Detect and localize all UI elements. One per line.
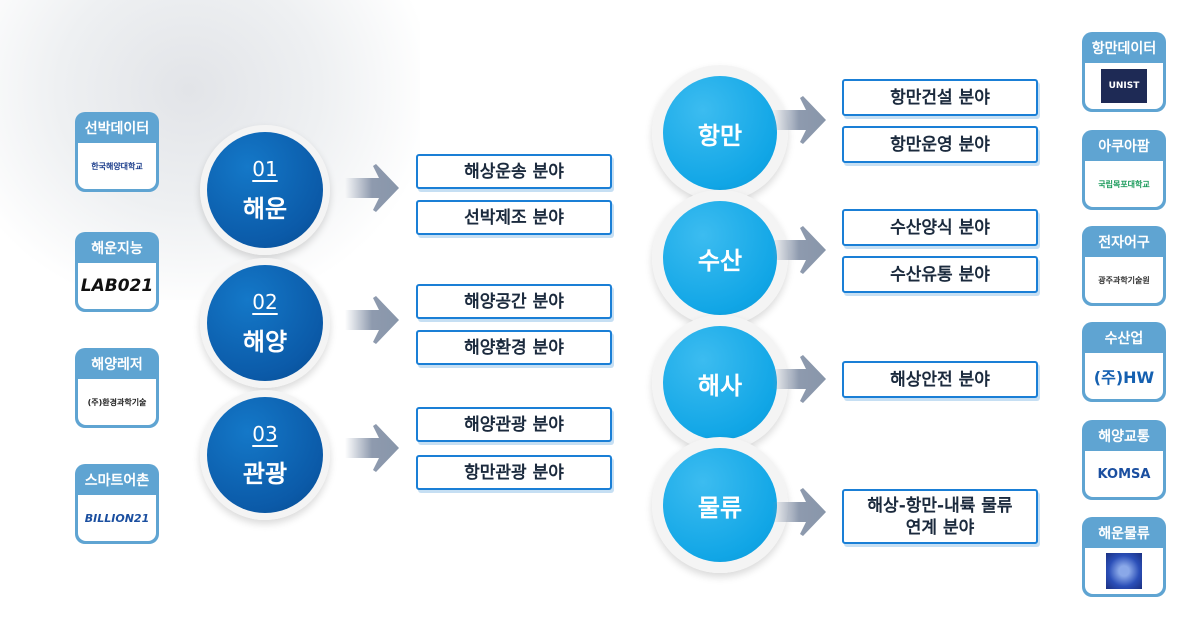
category-circle-tourism: 03 관광: [207, 397, 323, 513]
field-box: 해상운송 분야: [416, 154, 612, 189]
partner-logo: LAB021: [78, 263, 156, 309]
field-box: 해양관광 분야: [416, 407, 612, 442]
category-circle-fisheries: 수산: [663, 201, 777, 315]
category-label: 해사: [697, 371, 743, 400]
partner-logo: 한국해양대학교: [78, 143, 156, 189]
partner-card: 해운물류: [1082, 517, 1166, 597]
category-number: 03: [252, 421, 278, 446]
partner-card-title: 아쿠아팜: [1098, 139, 1150, 155]
field-box: 수산유통 분야: [842, 256, 1038, 293]
partner-card-title: 해양교통: [1098, 429, 1150, 445]
arrow-right-icon: [345, 164, 399, 212]
partner-logo: 광주과학기술원: [1085, 257, 1163, 303]
partner-card-title: 선박데이터: [84, 121, 150, 137]
field-box: 해양공간 분야: [416, 284, 612, 319]
partner-card-title: 수산업: [1104, 331, 1144, 347]
partner-card: 해양교통 KOMSA: [1082, 420, 1166, 500]
field-box: 수산양식 분야: [842, 209, 1038, 246]
arrow-right-icon: [772, 355, 826, 403]
partner-card-title: 항만데이터: [1091, 41, 1157, 57]
category-label: 물류: [697, 493, 743, 522]
partner-logo: BILLION21: [78, 495, 156, 541]
unist-logo-text: UNIST: [1100, 69, 1148, 103]
field-box: 선박제조 분야: [416, 200, 612, 235]
partner-card-title: 해양레저: [91, 357, 143, 373]
partner-logo: 국립목포대학교: [1085, 161, 1163, 207]
partner-card-title: 해운물류: [1098, 526, 1150, 542]
category-circle-ocean: 02 해양: [207, 265, 323, 381]
partner-card-title: 스마트어촌: [84, 473, 150, 489]
arrow-right-icon: [345, 296, 399, 344]
arrow-right-icon: [772, 96, 826, 144]
background-photo: [0, 0, 420, 300]
partner-card-title: 해운지능: [91, 241, 143, 257]
partner-card: 항만데이터 UNIST: [1082, 32, 1166, 112]
partner-card: 스마트어촌 BILLION21: [75, 464, 159, 544]
field-box: 항만건설 분야: [842, 79, 1038, 116]
partner-card: 해양레저 (주)환경과학기술: [75, 348, 159, 428]
partner-logo: KOMSA: [1085, 451, 1163, 497]
category-number: 02: [252, 289, 278, 314]
category-label: 항만: [697, 121, 743, 150]
partner-logo: (주)HW: [1085, 353, 1163, 399]
arrow-right-icon: [772, 226, 826, 274]
field-box: 항만관광 분야: [416, 455, 612, 490]
partner-card: 해운지능 LAB021: [75, 232, 159, 312]
category-circle-logistics: 물류: [663, 448, 777, 562]
category-label: 수산: [697, 246, 743, 275]
category-label: 해양: [242, 327, 288, 356]
arrow-right-icon: [345, 424, 399, 472]
field-box: 항만운영 분야: [842, 126, 1038, 163]
emblem-icon: [1106, 553, 1142, 589]
partner-card-title: 전자어구: [1098, 235, 1150, 251]
category-circle-port: 항만: [663, 76, 777, 190]
field-box: 해양환경 분야: [416, 330, 612, 365]
partner-logo: [1085, 548, 1163, 594]
category-circle-shipping: 01 해운: [207, 132, 323, 248]
category-circle-maritime: 해사: [663, 326, 777, 440]
arrow-right-icon: [772, 488, 826, 536]
field-box: 해상안전 분야: [842, 361, 1038, 398]
partner-card: 수산업 (주)HW: [1082, 322, 1166, 402]
field-box: 해상-항만-내륙 물류연계 분야: [842, 489, 1038, 544]
partner-logo: UNIST: [1085, 63, 1163, 109]
category-label: 해운: [242, 194, 288, 223]
category-number: 01: [252, 156, 278, 181]
partner-logo: (주)환경과학기술: [78, 379, 156, 425]
category-label: 관광: [242, 459, 288, 488]
